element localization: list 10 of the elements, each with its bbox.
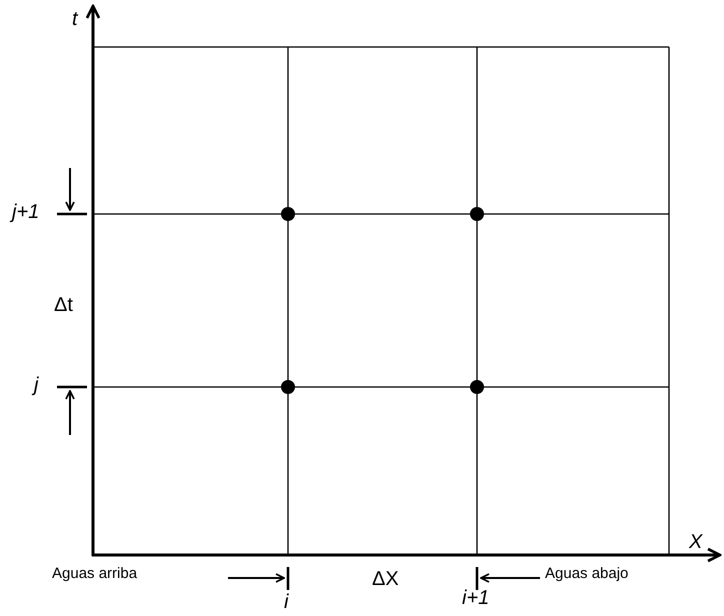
axis-label: X (689, 532, 702, 552)
column-label: i (284, 592, 288, 612)
direction-label: Aguas arriba (52, 566, 138, 581)
interval-label: ΔX (372, 569, 399, 589)
interval-label: Δt (54, 295, 73, 315)
direction-label: Aguas abajo (545, 566, 628, 581)
axis-label: t (72, 9, 78, 29)
column-label: i+1 (462, 588, 490, 608)
row-label: j+1 (12, 202, 40, 222)
row-label: j (34, 375, 38, 395)
